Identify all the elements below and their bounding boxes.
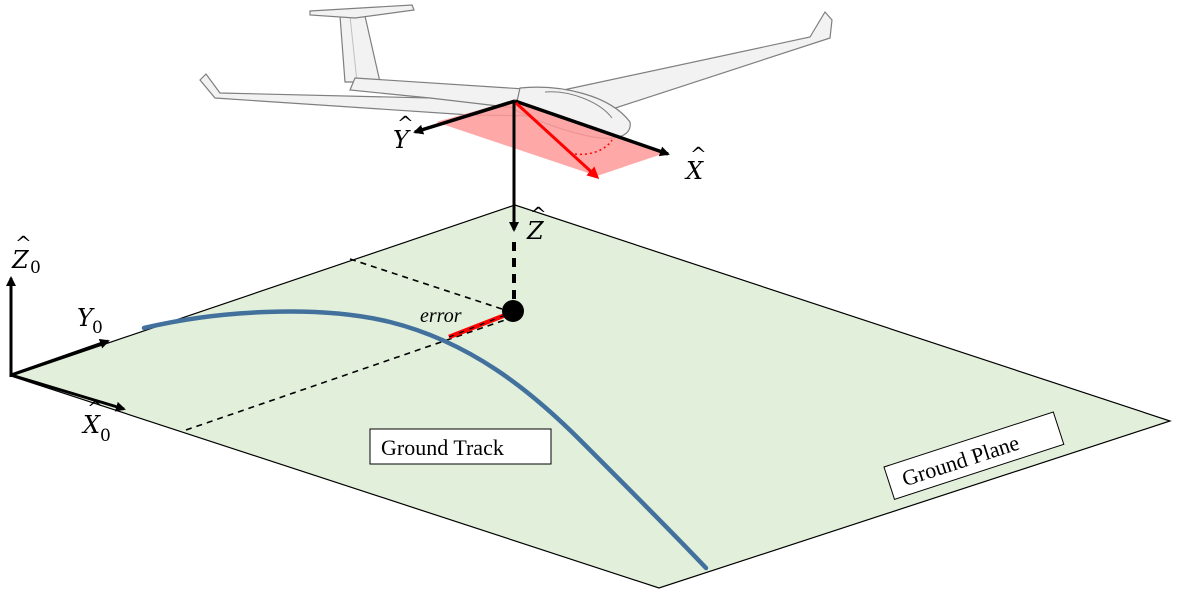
hat-icon: ^	[397, 111, 414, 135]
hat-icon: ^	[690, 142, 707, 166]
hat-icon: ^	[87, 396, 104, 420]
velocity-vector	[514, 101, 600, 180]
inertial-z-subscript: 0	[30, 258, 41, 278]
inertial-x-letter: X	[81, 411, 101, 439]
body-z-label: Z ^	[526, 202, 547, 245]
body-x-letter: X	[684, 157, 704, 185]
projection-line-y	[349, 258, 506, 311]
ground-plane	[9, 204, 1172, 589]
inertial-x-axis	[10, 373, 126, 412]
inertial-y-label: Y 0	[77, 304, 103, 338]
error-segment	[448, 311, 509, 340]
body-x-label: X ^	[684, 142, 707, 185]
inertial-y-axis	[10, 338, 110, 377]
inertial-y-subscript: 0	[92, 318, 103, 338]
svg-text:Z: Z	[11, 246, 30, 274]
body-x-axis	[514, 99, 670, 157]
body-y-letter: Y	[393, 126, 411, 154]
inertial-z-label: Z ^ 0	[11, 231, 41, 278]
ground-track-label: Ground Track	[381, 435, 504, 460]
inertial-x-subscript: 0	[100, 426, 111, 446]
body-z-letter: Z	[526, 217, 545, 245]
hat-icon: ^	[15, 231, 32, 255]
projection-line-x	[185, 319, 506, 431]
inertial-z-letter: Z	[11, 246, 30, 274]
inertial-x-label: X ^ 0	[81, 396, 111, 446]
hat-icon: ^	[530, 202, 547, 226]
inertial-y-letter: Y	[77, 304, 95, 332]
ground-track-curve	[141, 309, 709, 571]
aircraft-projection-point	[502, 300, 524, 322]
error-label: error	[420, 305, 462, 327]
body-y-label: Y ^	[393, 111, 414, 154]
ground-track-label-box: Ground Track	[369, 428, 552, 465]
body-y-axis	[413, 99, 516, 135]
heading-plane	[436, 100, 665, 176]
